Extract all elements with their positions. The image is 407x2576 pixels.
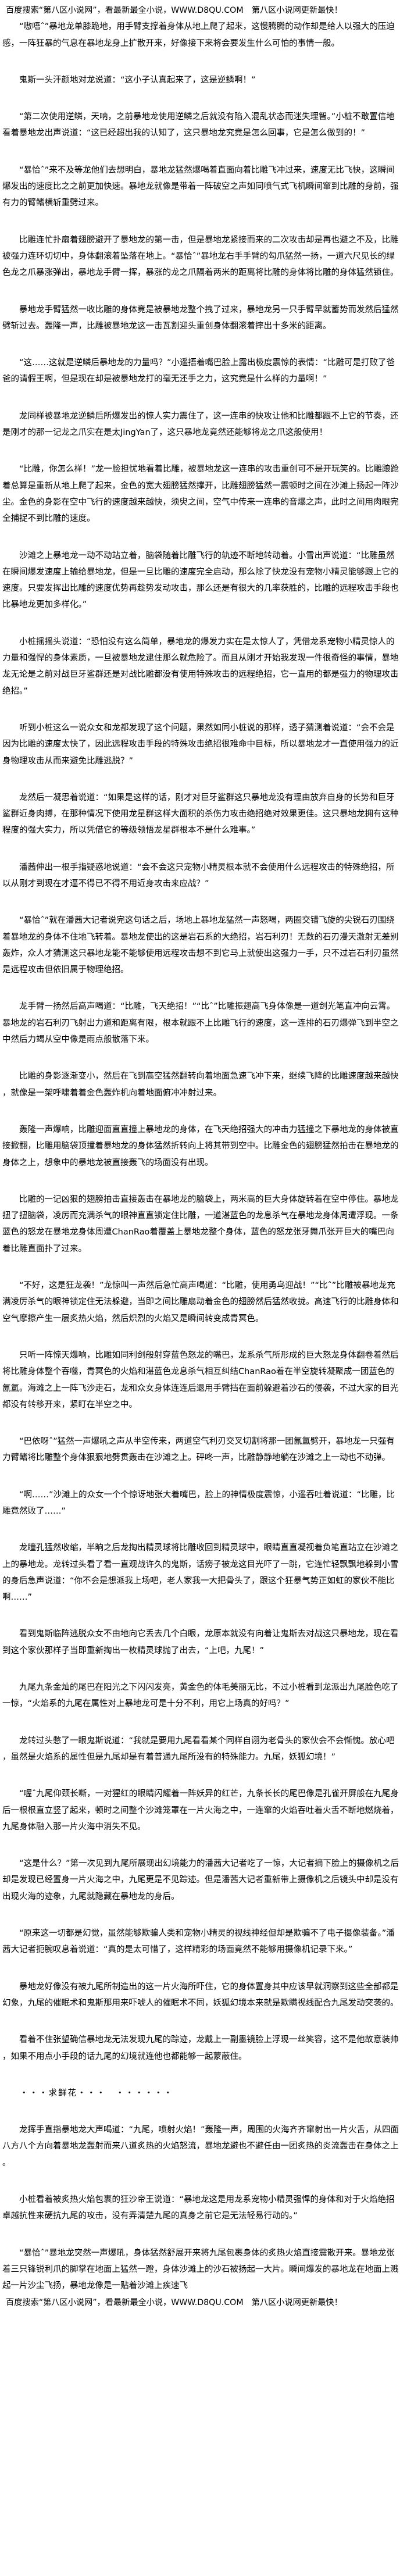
paragraph: 比雕的身影逐渐变小，然后在飞到高空猛然翻转向着地面急速飞冲下来，继续飞降的比雕速…	[2, 1072, 399, 1098]
paragraph: 小桩摇摇头说道：“恐怕没有这么简单，暴地龙的爆发力实在是太惊人了，凭借龙系宠物小…	[2, 637, 399, 696]
paragraph: 暴地龙手臂猛然一收比雕的身体竟是被暴地龙整个拽了过来，暴地龙另一只手臂早就蓄势而…	[2, 305, 399, 331]
paragraph: 鬼斯一头汗颜地对龙说道：“这小子认真起来了，这是逆鳞啊！”	[19, 75, 256, 85]
paragraph: “第二次使用逆鳞，天呐，之前暴地龙使用逆鳞之后就没有陷入混乱状态而迷失理智。”小…	[2, 112, 395, 138]
paragraph: 九尾九条金灿的尾巴在阳光之下闪闪发亮，黄金色的体毛美丽无比，不过小桩看到龙派出九…	[2, 1683, 399, 1709]
chapter-body-part-1: “嗷唔ˆ”暴地龙单膝跪地，用手臂支撑着身体从地上爬了起来，这慢腾腾的动作却是给人…	[2, 19, 401, 2065]
paragraph: “喔ˆ九尾仰颈长嘶，一对猩红的眼睛闪耀着一阵妖异的红芒，九条长长的尾巴像是孔雀开…	[2, 1789, 399, 1832]
paragraph: 听到小桩这么一说众女和龙都发现了这个问题，果然如同小桩说的那样，透子猜测着说道：…	[2, 723, 399, 766]
site-banner-top: 百度搜索“第八区小说网”，看最新最全小说，WWW.D8QU.COM 第八区小说网…	[6, 6, 342, 15]
paragraph: 龙然后一凝思着说道：“如果是这样的话，刚才对巨牙鲨群这只暴地龙没有理由放弃自身的…	[2, 793, 399, 836]
paragraph: 暴地龙好像没有被九尾所制造出的这一片火海所吓住，它的身体置身其中应该早就洞察到这…	[2, 1982, 399, 2008]
paragraph: 龙转过头憋了一眼鬼斯说道：“我就是要用九尾看看某个同样自诩为老骨头的家伙会不会惭…	[2, 1736, 395, 1762]
paragraph: 比雕的一记凶狠的翅膀拍击直接轰击在暴地龙的脑袋上，两米高的巨大身体旋转着在空中停…	[2, 1194, 399, 1254]
paragraph: 沙滩之上暴地龙一动不动站立着，脑袋随着比雕飞行的轨迹不断地转动着。小雪出声说道：…	[2, 551, 399, 610]
paragraph: 小桩看着被炙热火焰包裹的狂沙帝王说道：“暴地龙这是用龙系宠物小精灵强悍的身体和对…	[2, 2195, 395, 2221]
paragraph: 看着不住张望确信暴地龙无法发现九尾的踪迹，龙戴上一副墨镜脸上浮现一丝笑容，这不是…	[2, 2035, 399, 2061]
paragraph: “暴恰ˆ”暴地龙突然一声爆吼，身体猛然舒展开来将九尾包裹身体的炙热火焰直接震散开…	[2, 2248, 399, 2291]
paragraph: 龙瞳孔猛然收缩，半晌之后龙掏出精灵球将比雕收回到精灵球中，眼睛直直凝视着负笔直站…	[2, 1543, 399, 1603]
paragraph: 只听一阵惊天爆响，比雕如同利剑般射穿蓝色怒龙的嘴巴，龙系杀气所形成的巨大怒龙身体…	[2, 1350, 399, 1410]
paragraph: 龙同样被暴地龙逆鳞后所爆发出的惊人实力震住了，这一连串的快攻让他和比雕都跟不上它…	[2, 411, 399, 438]
paragraph: 潘茜伸出一根手指疑惑地说道：“会不会这只宠物小精灵根本就不会使用什么远程攻击的特…	[2, 862, 395, 889]
section-separator: ・・・求鲜花・・・ ・・・・・・	[20, 2088, 173, 2098]
paragraph: “暴恰ˆ”就在潘茜大记者说完这句话之后，场地上暴地龙猛然一声怒喝，两圈交错飞旋的…	[2, 916, 399, 975]
paragraph: 看到鬼斯临阵逃脱众女不由地向它丢去几个白眼，龙原本就没有向着让鬼斯去对战这只暴地…	[2, 1629, 399, 1656]
paragraph: 比雕连忙扑扇着翅膀避开了暴地龙的第一击，但是暴地龙紧接而来的二次攻击却是再也避之…	[2, 235, 399, 278]
paragraph: “比雕，你怎么样！”龙一脸担忧地看着比雕，被暴地龙这一连串的攻击重创可不是开玩笑…	[2, 465, 399, 524]
chapter-body-part-2: 龙挥手直指暴地龙大声喝道：“九尾，喷射火焰！”轰隆一声，周围的火海齐齐窜射出一片…	[2, 2122, 401, 2294]
paragraph: “原来这一切都是幻觉，虽然能够欺骗人类和宠物小精灵的视线神经但却是欺骗不了电子摄…	[2, 1929, 395, 1955]
paragraph: 龙挥手直指暴地龙大声喝道：“九尾，喷射火焰！”轰隆一声，周围的火海齐齐窜射出一片…	[2, 2125, 399, 2168]
paragraph: 轰隆一声爆响，比雕迎面直直撞上暴地龙的身体，在飞天绝招强大的冲击力猛撞之下暴地龙…	[2, 1125, 399, 1168]
paragraph: “这是什么？”第一次见到九尾所展现出幻境能力的潘茜大记者吃了一惊，大记者摘下脸上…	[2, 1859, 399, 1901]
paragraph: “啊……”沙滩上的众女一个个惊讶地张大着嘴巴，脸上的神情极度震惊，小遥吞吐着说道…	[2, 1490, 395, 1516]
paragraph: “暴恰ˆ”来不及等龙他们去想明白，暴地龙猛然爆喝着直面向着比雕飞冲过来，速度无比…	[2, 165, 399, 208]
paragraph: “嗷唔ˆ”暴地龙单膝跪地，用手臂支撑着身体从地上爬了起来，这慢腾腾的动作却是给人…	[2, 22, 395, 48]
paragraph: “这……这就是逆鳞后暴地龙的力量吗？”小遥捂着嘴巴脸上露出极度震惊的表情：“比雕…	[2, 358, 395, 384]
paragraph: 龙手臂一扬然后高声喝道：“比雕，飞天绝招！”“比ˆ”比雕振翅高飞身体像是一道剑光…	[2, 1002, 399, 1045]
site-banner-bottom: 百度搜索“第八区小说网”，看最新最全小说，WWW.D8QU.COM 第八区小说网…	[6, 2297, 342, 2307]
paragraph: “不好，这是狂龙袭！”龙惊叫一声然后急忙高声喝道：“比雕，使用勇鸟迎战！”“比ˆ…	[2, 1281, 399, 1323]
paragraph: “巴依呀ˆ”猛然一声爆吼之声从半空传来，两道空气利刃交叉切割将那一团氤氲劈开，暴…	[2, 1437, 395, 1463]
chapter-page: 百度搜索“第八区小说网”，看最新最全小说，WWW.D8QU.COM 第八区小说网…	[2, 6, 401, 2307]
